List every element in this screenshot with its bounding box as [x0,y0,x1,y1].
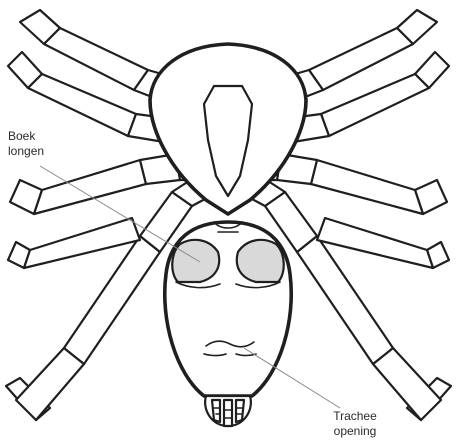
spinnerets [205,396,251,426]
trachea-label-line2: opening [320,424,390,439]
trachea-opening-label: Trachee opening [320,409,390,439]
right-pedipalp [317,218,449,268]
book-lungs-label-line1: Boek [8,129,60,144]
book-lungs-label-line2: longen [8,144,60,159]
left-pedipalp [8,218,140,268]
right-book-lung [237,240,284,282]
book-lungs-label: Boek longen [8,129,60,159]
left-book-lung [172,240,219,282]
cephalothorax [150,44,306,214]
abdomen [165,222,292,396]
trachea-label-line1: Trachee [320,409,390,424]
